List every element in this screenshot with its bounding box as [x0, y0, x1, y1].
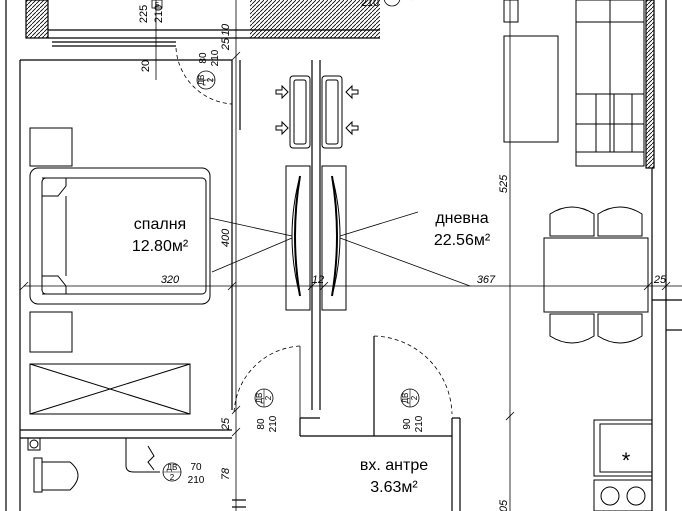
- dim-25-right: 25: [653, 274, 667, 286]
- svg-text:ДВ: ДВ: [401, 393, 410, 404]
- svg-text:2: 2: [170, 473, 175, 482]
- nightstands: [29, 127, 73, 353]
- svg-text:ДВ: ДВ: [255, 393, 264, 404]
- svg-text:90: 90: [402, 418, 413, 430]
- asterisk-symbol: *: [622, 448, 631, 473]
- dim-210-win: 210: [153, 5, 165, 23]
- dim-225: 225: [138, 5, 150, 23]
- dim-12: 12: [312, 274, 324, 286]
- room-name-living: дневна: [435, 210, 488, 227]
- dim-05: 05: [498, 499, 510, 511]
- door-swings: [175, 0, 453, 418]
- dining-table: [543, 206, 649, 344]
- walls: [5, 0, 682, 511]
- wardrobe: [29, 363, 191, 415]
- dim-20: 20: [140, 60, 152, 72]
- room-area-living: 22.56м²: [434, 232, 491, 249]
- dim-525: 525: [498, 174, 510, 193]
- window-mark-box: [151, 0, 163, 9]
- svg-text:2: 2: [206, 77, 215, 82]
- svg-text:210: 210: [414, 415, 425, 432]
- leader-bedroom: [209, 217, 293, 237]
- dim-210-topcut: 210: [361, 0, 379, 9]
- svg-text:210: 210: [210, 49, 221, 66]
- dim-320: 320: [161, 274, 180, 286]
- dim-78: 78: [220, 467, 232, 480]
- kitchen-counter: [593, 419, 653, 511]
- svg-text:80: 80: [256, 418, 267, 430]
- dim-400: 400: [220, 228, 232, 247]
- svg-text:2: 2: [264, 395, 273, 400]
- leader-living-2: [339, 237, 471, 287]
- dim-367: 367: [477, 274, 496, 286]
- window-mark: Б: [155, 2, 160, 9]
- door-tag-bedroom: ДВ 2 80 210: [254, 388, 279, 432]
- leader-bedroom-2: [211, 237, 293, 273]
- room-name-bedroom: спалня: [134, 216, 186, 233]
- dim-10-top: 10: [220, 23, 232, 36]
- svg-text:2: 2: [410, 395, 419, 400]
- room-area-bedroom: 12.80м²: [132, 238, 189, 255]
- svg-text:210: 210: [268, 415, 279, 432]
- svg-text:210: 210: [188, 475, 205, 486]
- svg-text:80: 80: [198, 52, 209, 64]
- svg-text:ДВ: ДВ: [167, 463, 178, 472]
- ac-units: [275, 75, 359, 149]
- door-tag-topcut: [383, 0, 401, 7]
- bath-door: [125, 437, 160, 473]
- door-tag-bath: ДВ 2 70 210: [162, 462, 205, 486]
- bed: [29, 167, 211, 305]
- room-area-entry: 3.63м²: [370, 479, 418, 496]
- sliding-panels: [285, 165, 347, 311]
- leader-living: [339, 211, 419, 237]
- door-tag-top: ДВ 2 80 210: [196, 49, 221, 90]
- dim-25-top: 25: [220, 37, 232, 51]
- sofa: [503, 0, 645, 167]
- svg-text:ДВ: ДВ: [197, 75, 206, 86]
- dim-25-lower: 25: [220, 417, 232, 431]
- door-tag-entry: ДВ 2 90 210: [400, 388, 425, 432]
- svg-text:70: 70: [190, 462, 202, 473]
- room-name-entry: вх. антре: [360, 457, 428, 474]
- dimension-lines: [19, 0, 682, 511]
- toilet: [27, 437, 79, 493]
